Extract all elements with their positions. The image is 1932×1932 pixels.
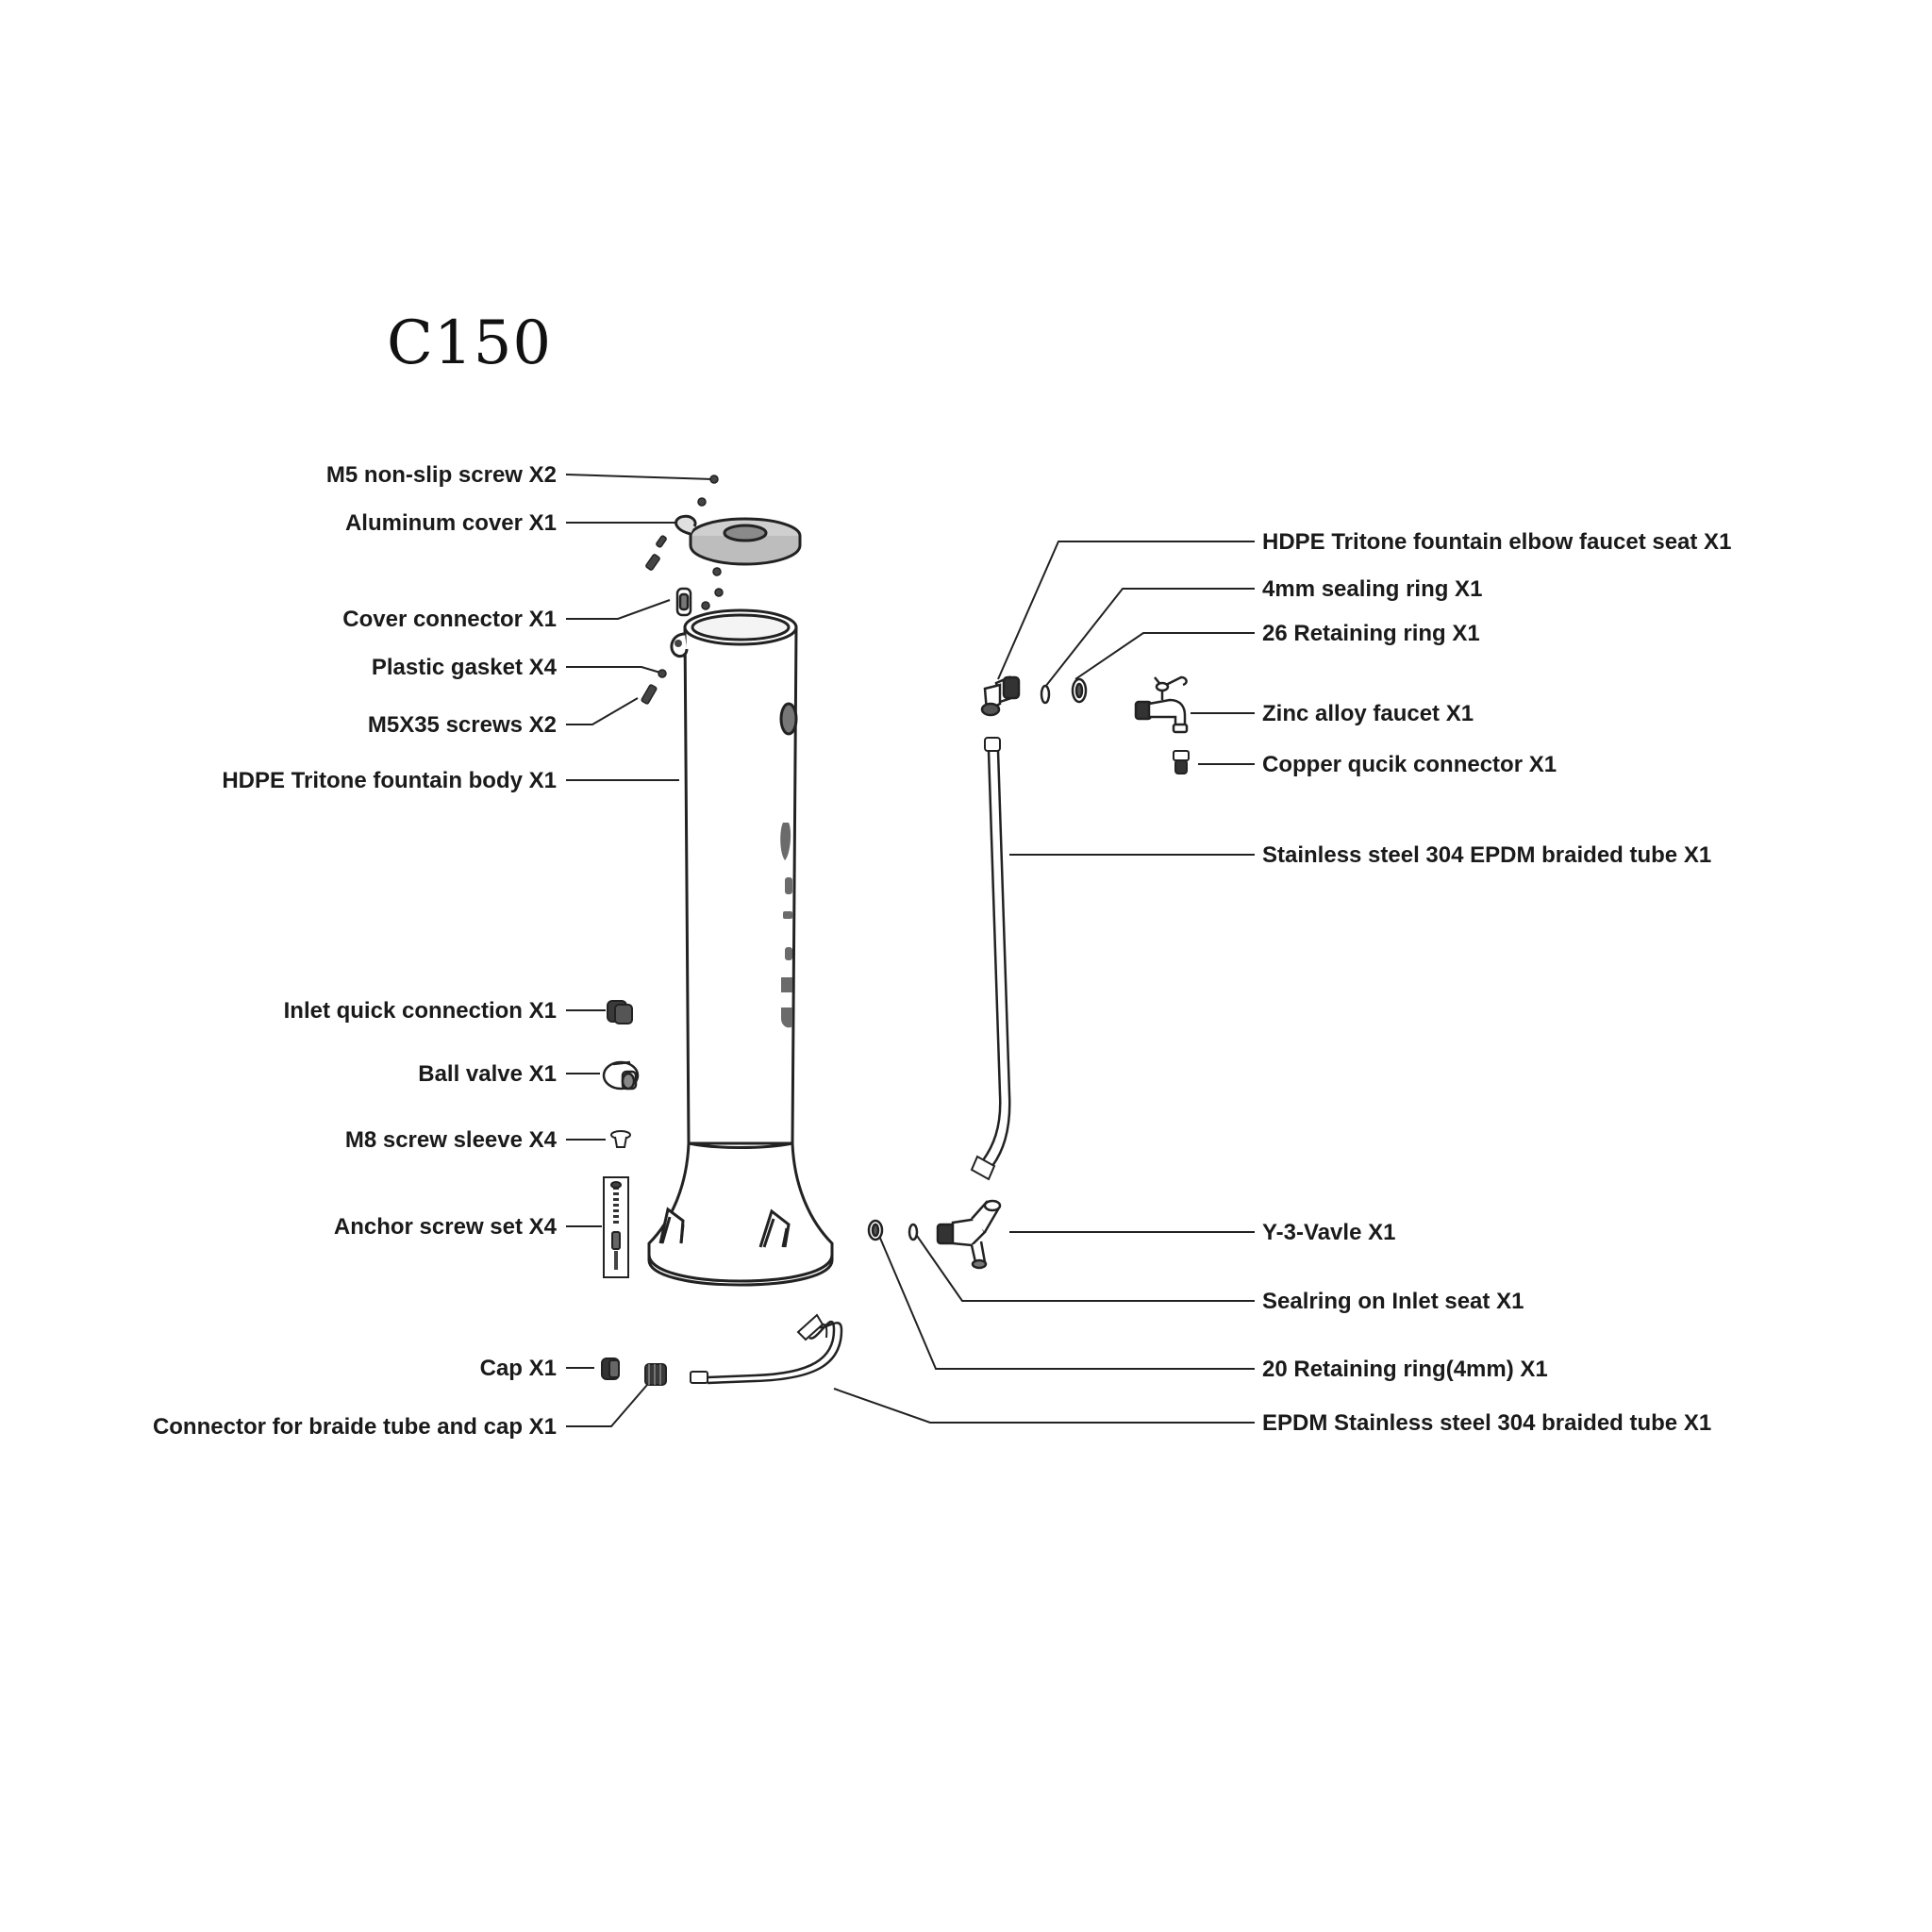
braide-connector-part [644,1363,667,1386]
inlet-quick-connection-part [607,1000,633,1024]
anchor-screw-set-part [603,1176,629,1278]
leader-lines-left [565,474,714,1427]
leader-elbow-faucet-seat [997,541,1255,680]
small-hardware [641,475,724,705]
4mm-sealing-ring-part [1040,684,1051,705]
leader-m5x35-screws [566,697,639,725]
model-title: C150 [387,308,553,378]
m5-non-slip-screw-a [709,475,719,484]
plastic-gasket-c [701,601,710,610]
leader-m5-non-slip-screw [565,474,714,480]
label-cover-connector: Cover connector X1 [342,607,557,632]
label-copper-quick-connector: Copper qucik connector X1 [1262,752,1557,777]
label-elbow-faucet-seat: HDPE Tritone fountain elbow faucet seat … [1262,529,1732,555]
label-y-3-valve: Y-3-Vavle X1 [1262,1220,1396,1245]
leader-braide-connector [566,1384,648,1427]
leader-plastic-gasket [566,666,661,674]
leader-cover-connector [566,599,671,620]
label-plastic-gasket: Plastic gasket X4 [371,655,557,680]
copper-quick-connector-part [1173,750,1190,774]
leader-4mm-sealing-ring [1044,588,1255,688]
zinc-alloy-faucet-part [1134,675,1189,734]
bottom-braided-tube-part [690,1313,843,1385]
plastic-gasket-b [714,588,724,597]
label-26-retaining-ring: 26 Retaining ring X1 [1262,621,1480,646]
m5x35-screw [641,684,658,705]
cover-connector-part [675,587,692,617]
leader-sealring-inlet-seat [916,1235,1255,1302]
26-retaining-ring-part [1071,677,1088,704]
leader-26-retaining-ring [1074,632,1255,680]
y-3-valve-part [936,1199,1002,1270]
label-stainless-braided-tube: Stainless steel 304 EPDM braided tube X1 [1262,842,1712,868]
m5-non-slip-screw-b [697,497,707,507]
sealring-inlet-seat-part [908,1223,919,1241]
label-ball-valve: Ball valve X1 [418,1061,557,1087]
m5x35-screw-top-a [645,554,660,571]
vertical-braided-tube-part [970,737,1011,1181]
label-anchor-screw-set: Anchor screw set X4 [333,1214,557,1240]
label-m8-screw-sleeve: M8 screw sleeve X4 [344,1127,557,1153]
fountain-body-logo-marks [780,823,792,1028]
elbow-faucet-seat-part [980,675,1021,717]
aluminum-cover-part [675,514,802,566]
m8-screw-sleeve-part [610,1130,631,1148]
fountain-body-part [647,608,834,1287]
plastic-gasket-d [658,669,667,678]
label-sealring-inlet-seat: Sealring on Inlet seat X1 [1262,1289,1524,1314]
m5x35-screw-top-b [656,535,667,548]
leader-20-retaining-ring [878,1235,1255,1370]
label-fountain-body: HDPE Tritone fountain body X1 [222,768,557,793]
label-zinc-alloy-faucet: Zinc alloy faucet X1 [1262,701,1474,726]
cap-part [601,1357,620,1380]
label-epdm-braided-tube: EPDM Stainless steel 304 braided tube X1 [1262,1410,1712,1436]
label-m5x35-screws: M5X35 screws X2 [367,712,557,738]
label-braide-connector: Connector for braide tube and cap X1 [152,1414,557,1440]
ball-valve-part [602,1060,640,1091]
label-m5-non-slip-screw: M5 non-slip screw X2 [325,462,557,488]
label-cap: Cap X1 [479,1356,557,1381]
plastic-gasket-a [712,567,722,576]
20-retaining-ring-part [867,1219,884,1241]
leader-epdm-braided-tube [833,1388,1255,1424]
label-aluminum-cover: Aluminum cover X1 [344,510,557,536]
label-4mm-sealing-ring: 4mm sealing ring X1 [1262,576,1483,602]
leader-lines-right [833,541,1255,1424]
label-inlet-quick-connection: Inlet quick connection X1 [283,998,557,1024]
label-20-retaining-ring: 20 Retaining ring(4mm) X1 [1262,1357,1548,1382]
